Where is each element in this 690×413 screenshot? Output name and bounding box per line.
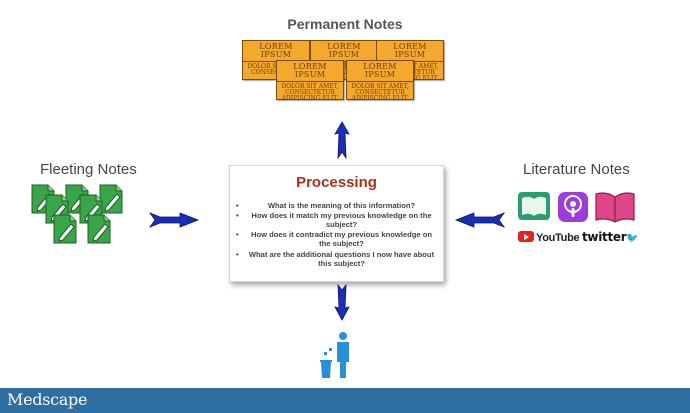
- medscape-logo: Medscape: [7, 390, 88, 409]
- youtube-play-icon: [518, 231, 534, 242]
- book-icon: [518, 192, 550, 220]
- open-book-icon: [595, 192, 635, 223]
- arrow-up-icon: [334, 121, 350, 160]
- permanent-notes-title: Permanent Notes: [287, 16, 403, 32]
- literature-notes-title: Literature Notes: [523, 161, 630, 178]
- question-item: What is the meaning of this information?: [236, 201, 437, 210]
- fleeting-notes-title: Fleeting Notes: [40, 161, 137, 178]
- podcast-icon: [558, 192, 588, 222]
- question-item: What are the additional questions I now …: [236, 250, 437, 268]
- arrow-left-icon: [454, 212, 506, 228]
- literature-icons: [518, 192, 635, 223]
- question-item: How does it contradict my previous knowl…: [236, 230, 437, 248]
- footer-bar: Medscape: [0, 388, 690, 413]
- arrow-down-icon: [334, 283, 350, 321]
- processing-questions: What is the meaning of this information?…: [230, 201, 443, 268]
- arrow-right-icon: [148, 212, 200, 228]
- processing-box: Processing What is the meaning of this i…: [229, 165, 444, 282]
- question-item: How does it match my previous knowledge …: [236, 211, 437, 229]
- twitter-bird-icon: 🐦: [626, 233, 639, 244]
- twitter-logo: twitter🐦: [582, 230, 639, 244]
- permanent-notes-stack: LOREM IPSUM DOLOR SIT AMET,CONSECTETUR L…: [240, 40, 450, 106]
- trash-person-icon: [320, 332, 349, 378]
- processing-title: Processing: [296, 174, 377, 191]
- youtube-logo: YouTube: [518, 231, 580, 244]
